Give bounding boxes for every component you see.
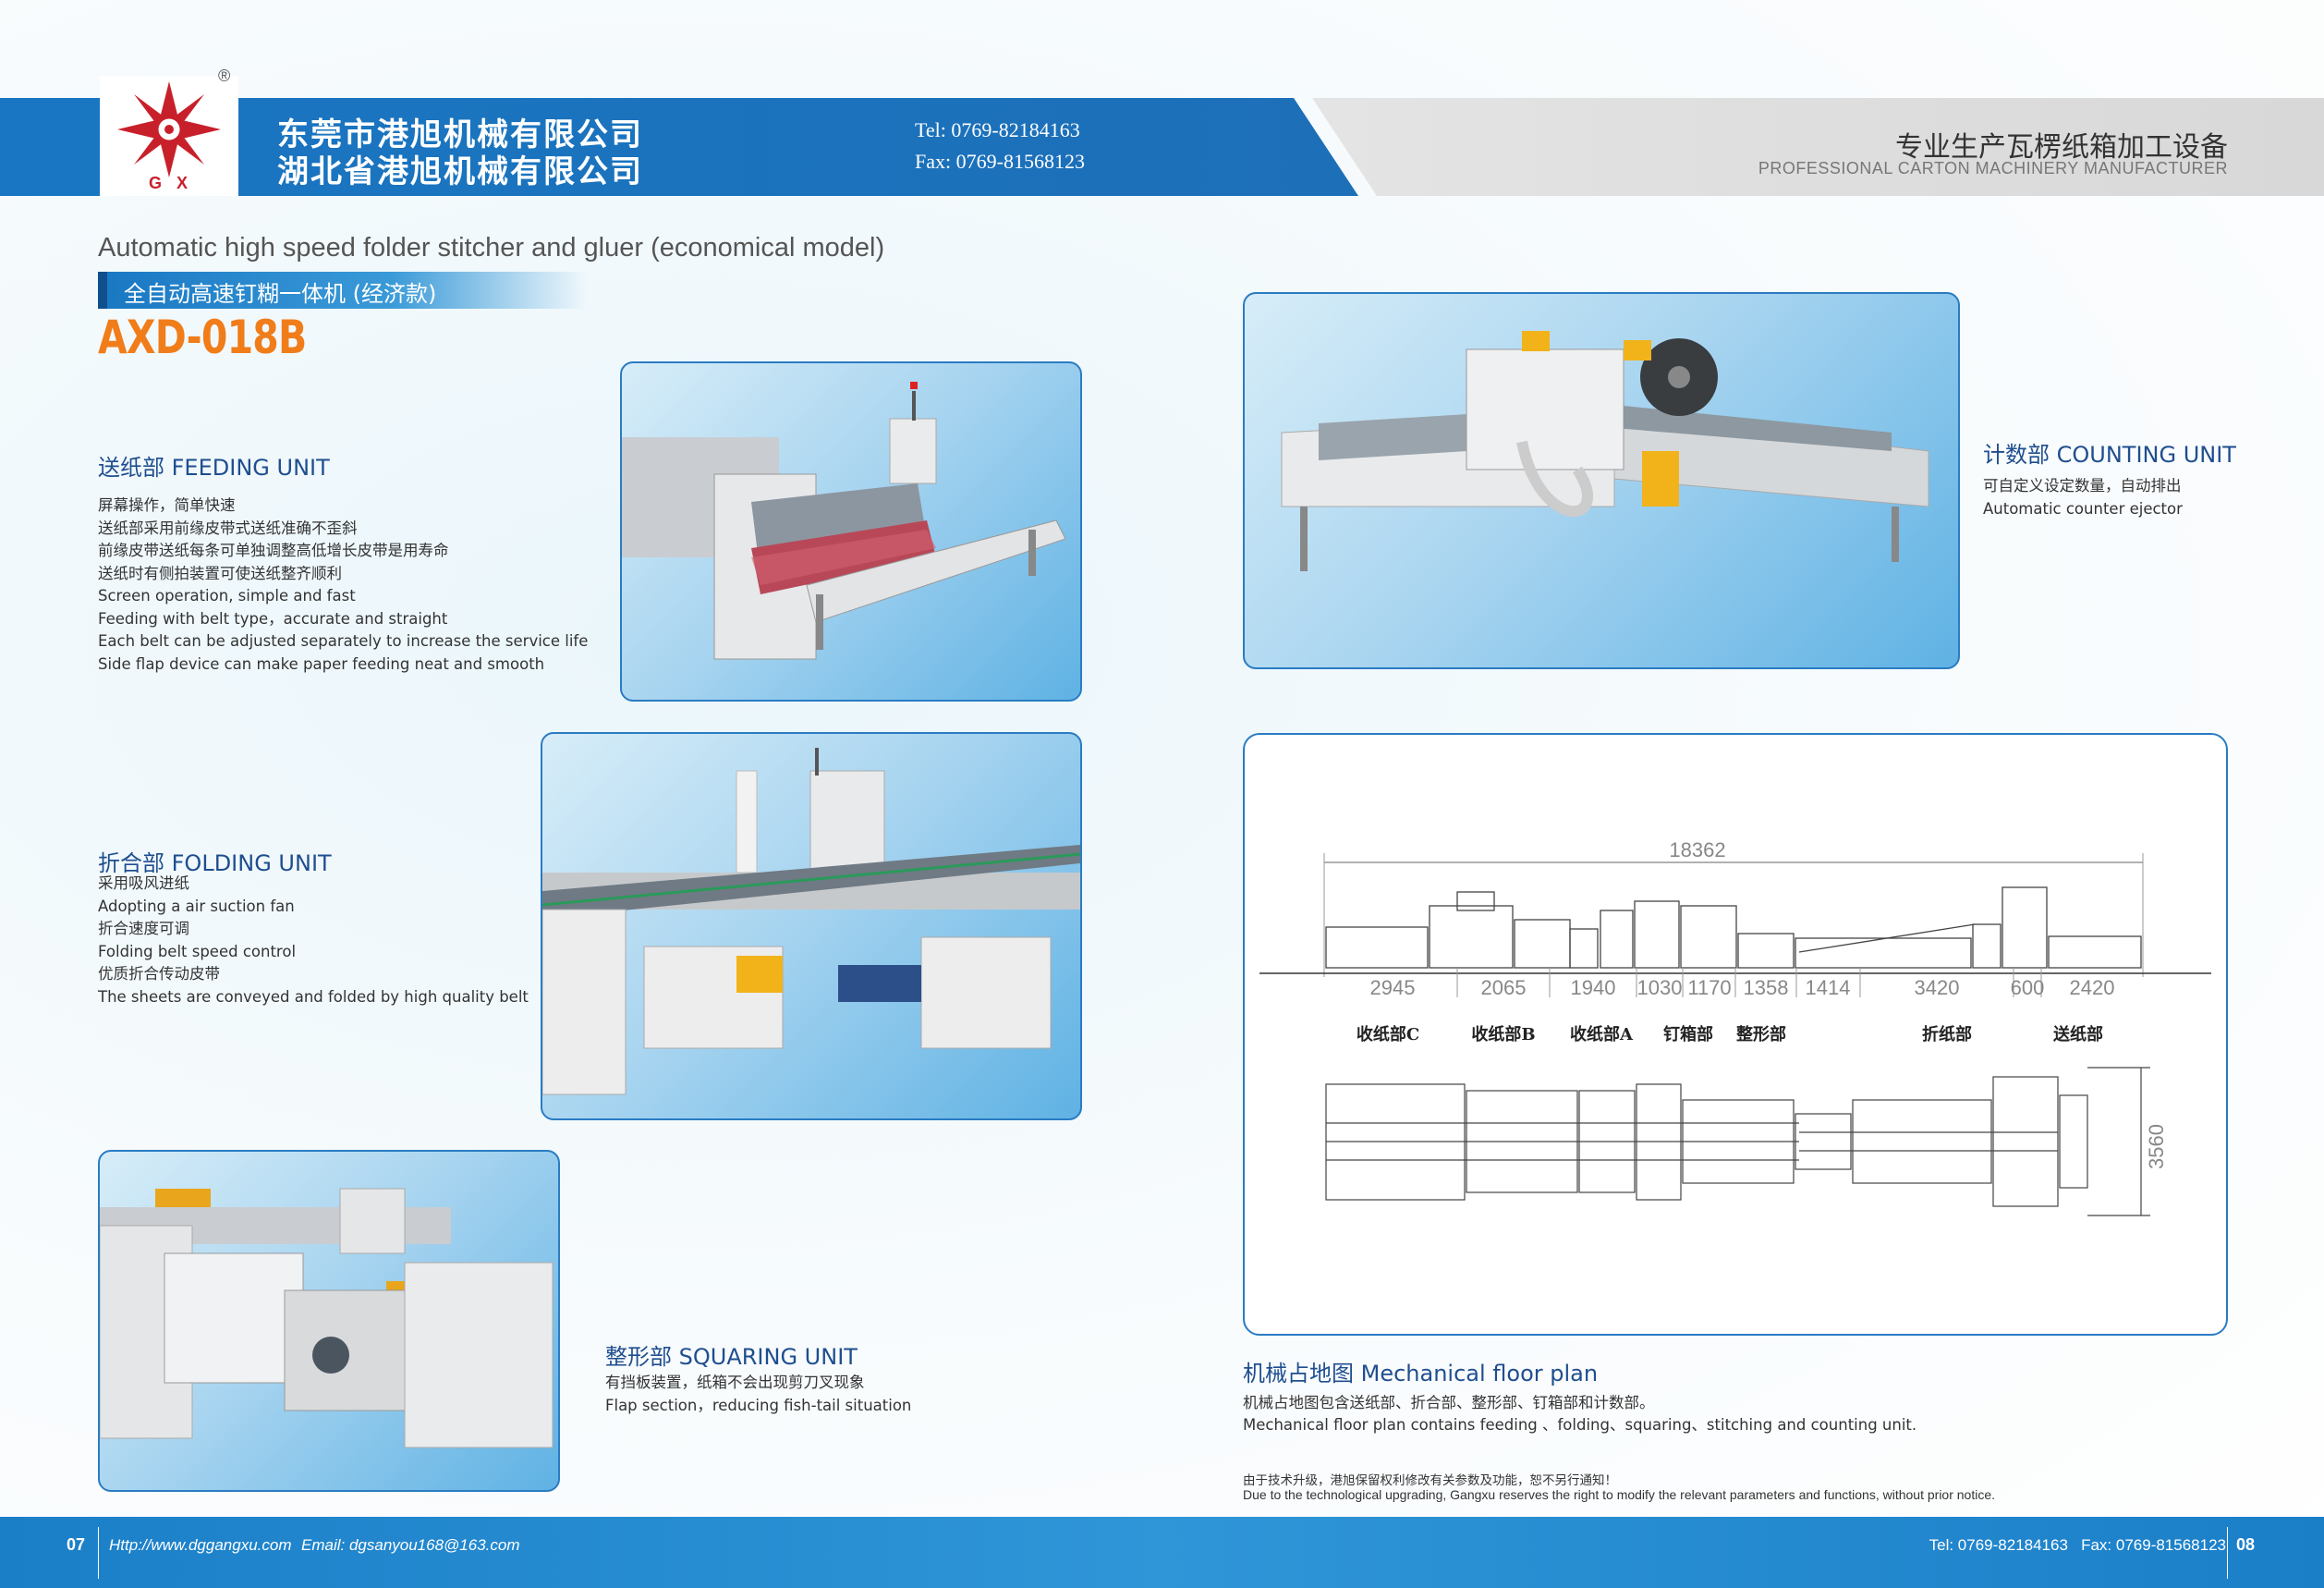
footer-email-link[interactable]: Email: dgsanyou168@163.com (301, 1536, 520, 1554)
folding-line: Adopting a air suction fan (98, 897, 295, 915)
registered-mark: ® (218, 67, 231, 85)
header-fax: Fax: 0769-81568123 (915, 150, 1085, 173)
product-model: AXD-018B (98, 311, 307, 364)
folding-unit-description: 采用吸风进纸 Adopting a air suction fan 折合速度可调… (98, 873, 529, 1008)
feeding-unit-description: 屏幕操作，简单快速 送纸部采用前缘皮带式送纸准确不歪斜 前缘皮带送纸每条可单独调… (98, 495, 588, 676)
feeding-unit-photo (620, 361, 1082, 702)
footer-bar (0, 1517, 2324, 1588)
feeding-unit-title: 送纸部 FEEDING UNIT (98, 455, 330, 481)
feeding-line: 送纸时有侧拍装置可使送纸整齐顺利 (98, 564, 342, 582)
counting-machine-illustration (1281, 331, 1929, 571)
segment-label: 1170 (1687, 976, 1731, 999)
feeding-line: 送纸部采用前缘皮带式送纸准确不歪斜 (98, 519, 358, 537)
segment-label: 1358 (1744, 976, 1789, 999)
floor-plan-panel: 18362 (1243, 733, 2228, 1336)
folding-line: 折合速度可调 (98, 920, 189, 937)
notice-english: Due to the technological upgrading, Gang… (1243, 1487, 1996, 1502)
segment-label: 2065 (1481, 976, 1527, 999)
squaring-line: 有挡板装置，纸箱不会出现剪刀叉现象 (605, 1374, 865, 1391)
squaring-unit-title: 整形部 SQUARING UNIT (605, 1344, 858, 1370)
unit-label: 收纸部B (1471, 1024, 1535, 1044)
product-title-bar (98, 272, 588, 309)
side-elevation (1325, 886, 2142, 969)
segment-label: 1414 (1806, 976, 1851, 999)
feeding-line: 屏幕操作，简单快速 (98, 496, 236, 514)
plan-view (1325, 1067, 2150, 1216)
notice-chinese: 由于技术升级，港旭保留权利修改有关参数及功能，恕不另行通知！ (1243, 1473, 1617, 1488)
floor-plan-desc-en: Mechanical floor plan contains feeding 、… (1243, 1416, 1917, 1434)
footer-divider-right (2227, 1527, 2228, 1579)
feeding-line: Feeding with belt type，accurate and stra… (98, 609, 448, 628)
company-name-dongguan: 东莞市港旭机械有限公司 (277, 116, 643, 153)
footer-website-link[interactable]: Http://www.dggangxu.com (109, 1536, 292, 1554)
folding-machine-illustration (542, 748, 1080, 1095)
footer-divider-left (98, 1527, 99, 1579)
width-label: 3560 (2145, 1124, 2168, 1169)
folding-unit-title: 折合部 FOLDING UNIT (98, 850, 332, 876)
segment-label: 1940 (1571, 976, 1616, 999)
counting-line: Automatic counter ejector (1983, 499, 2183, 518)
unit-label: 收纸部C (1357, 1024, 1419, 1044)
feeding-machine-illustration (622, 382, 1066, 660)
header-tel: Tel: 0769-82184163 (915, 118, 1080, 141)
counting-unit-title: 计数部 COUNTING UNIT (1983, 442, 2236, 468)
squaring-line: Flap section，reducing fish-tail situatio… (605, 1396, 912, 1414)
counting-unit-photo (1243, 292, 1960, 669)
feeding-line: Screen operation, simple and fast (98, 587, 356, 605)
segment-label: 3420 (1915, 976, 1960, 999)
squaring-unit-photo (98, 1150, 560, 1492)
floor-plan-drawing: 18362 (1259, 838, 2211, 1216)
unit-label: 折纸部 (1922, 1024, 1972, 1044)
unit-label: 送纸部 (2052, 1024, 2103, 1044)
company-name-hubei: 湖北省港旭机械有限公司 (277, 153, 643, 190)
segment-label: 2945 (1370, 976, 1416, 999)
page-number-right: 08 (2236, 1535, 2256, 1554)
feeding-line: Each belt can be adjusted separately to … (98, 632, 589, 650)
product-title-chinese: 全自动高速钉糊一体机 (经济款) (124, 281, 437, 307)
footer-contact: Tel: 0769-82184163 Fax: 0769-81568123 (1929, 1536, 2226, 1554)
folding-line: 优质折合传动皮带 (98, 965, 220, 983)
unit-label: 收纸部A (1570, 1024, 1634, 1044)
segment-label: 600 (2011, 976, 2045, 999)
unit-label: 钉箱部 (1663, 1024, 1713, 1044)
segment-label: 2420 (2070, 976, 2115, 999)
star-logo-icon (117, 81, 221, 177)
logo-letters: GX (148, 174, 202, 192)
unit-label: 整形部 (1735, 1024, 1786, 1044)
squaring-machine-illustration (100, 1188, 554, 1448)
product-title-english: Automatic high speed folder stitcher and… (98, 233, 885, 263)
folding-unit-photo (541, 732, 1082, 1120)
slogan-chinese: 专业生产瓦楞纸箱加工设备 (1895, 131, 2228, 164)
squaring-unit-description: 有挡板装置，纸箱不会出现剪刀叉现象 Flap section，reducing … (605, 1372, 911, 1417)
folding-line: The sheets are conveyed and folded by hi… (98, 987, 529, 1006)
counting-line: 可自定义设定数量，自动排出 (1983, 477, 2182, 495)
page-number-left: 07 (67, 1535, 86, 1554)
product-title-marker (98, 272, 107, 309)
segment-dividers (1456, 968, 2042, 997)
segment-label: 1030 (1637, 976, 1683, 999)
total-length-label: 18362 (1669, 838, 1725, 861)
folding-line: Folding belt speed control (98, 942, 297, 960)
header-gray-band (1312, 98, 2324, 196)
counting-unit-description: 可自定义设定数量，自动排出 Automatic counter ejector (1983, 475, 2183, 520)
floor-plan-desc-cn: 机械占地图包含送纸部、折合部、整形部、钉箱部和计数部。 (1243, 1394, 1655, 1411)
company-logo (100, 76, 238, 196)
feeding-line: Side flap device can make paper feeding … (98, 654, 545, 673)
feeding-line: 前缘皮带送纸每条可单独调整高低增长皮带是用寿命 (98, 542, 449, 559)
floor-plan-title: 机械占地图 Mechanical floor plan (1243, 1361, 1599, 1386)
folding-line: 采用吸风进纸 (98, 874, 189, 892)
slogan-english: PROFESSIONAL CARTON MACHINERY MANUFACTUR… (1758, 159, 2228, 177)
